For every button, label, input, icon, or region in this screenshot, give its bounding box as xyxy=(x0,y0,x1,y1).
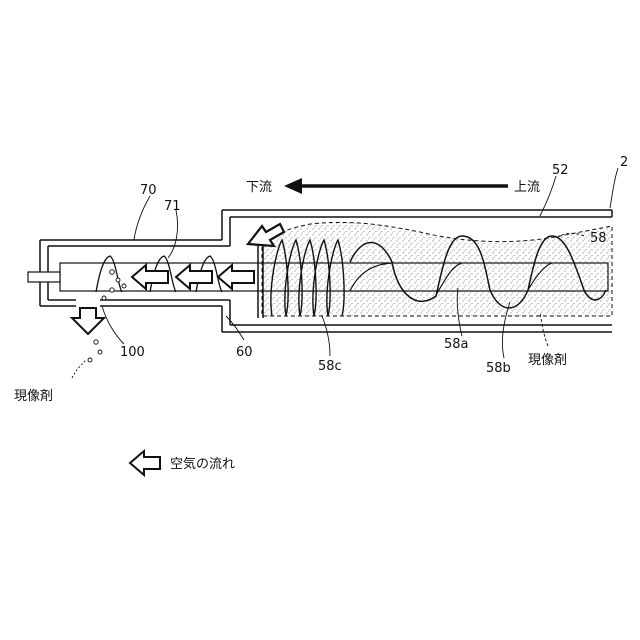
ref-100: 100 xyxy=(120,345,145,360)
ref-70: 70 xyxy=(140,183,157,198)
legend-airflow-arrow xyxy=(130,451,160,475)
ref-58c: 58c xyxy=(318,359,342,374)
flow-direction-arrow xyxy=(284,178,508,194)
discharge-down-arrow xyxy=(72,308,104,334)
ref-60: 60 xyxy=(236,345,253,360)
ref-52: 52 xyxy=(552,163,569,178)
ref-2: 2 xyxy=(620,155,628,170)
ref-58b: 58b xyxy=(486,361,511,376)
label-downstream: 下流 xyxy=(246,180,272,195)
label-developer-outside: 現像剤 xyxy=(14,388,53,404)
label-upstream: 上流 xyxy=(514,180,540,195)
ref-58a: 58a xyxy=(444,337,469,352)
label-developer-inside: 現像剤 xyxy=(528,352,567,368)
ref-71: 71 xyxy=(164,199,181,214)
ref-58: 58 xyxy=(590,231,607,246)
airflow-arrows xyxy=(132,265,254,289)
partition-wall xyxy=(258,236,263,318)
legend-airflow-label: 空気の流れ xyxy=(170,456,235,472)
